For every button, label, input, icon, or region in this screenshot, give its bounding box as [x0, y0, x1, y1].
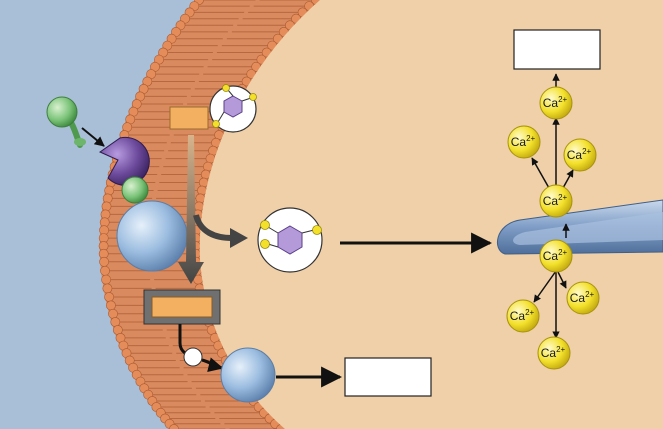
- phospholipid-head: [171, 26, 181, 37]
- calcium-ion-icon: Ca2+: [506, 299, 540, 333]
- phospholipid-head: [99, 256, 109, 267]
- effector-protein: [116, 200, 188, 272]
- calcium-ion-icon: Ca2+: [539, 86, 573, 120]
- messenger-release-arrowhead: [230, 228, 248, 248]
- phospholipid-head: [104, 185, 115, 196]
- messenger-release-arrow: [193, 214, 233, 241]
- calcium-ion-label: Ca2+: [543, 95, 568, 110]
- phospholipid-head: [102, 193, 113, 204]
- membrane-lipid-box: [169, 106, 209, 130]
- calcium-ions: Ca2+ Ca2+ Ca2+ Ca2+ Ca2+ Ca2+ Ca2+ Ca2+: [506, 86, 600, 370]
- calcium-ion-icon: Ca2+: [507, 125, 541, 159]
- calcium-ion-icon: Ca2+: [539, 239, 573, 273]
- calcium-ion-icon: Ca2+: [539, 184, 573, 218]
- phospholipid-head: [104, 292, 114, 302]
- calcium-ion-icon: Ca2+: [537, 336, 571, 370]
- g-protein-alpha: [121, 176, 149, 204]
- calcium-ion-label: Ca2+: [567, 147, 592, 162]
- calcium-ion-label: Ca2+: [541, 345, 566, 360]
- calcium-ion-label: Ca2+: [543, 193, 568, 208]
- lipid-messenger-circle: [209, 84, 257, 133]
- soluble-messenger-circle: [257, 207, 323, 273]
- calcium-ion-label: Ca2+: [570, 290, 595, 305]
- cofactor-arrow: [201, 357, 224, 372]
- ligand-binding-arrow: [81, 127, 105, 147]
- phospholipid-head: [194, 201, 204, 212]
- top-right-label-box: [513, 29, 601, 70]
- phospholipid-head: [195, 193, 206, 204]
- calcium-ion-label: Ca2+: [543, 248, 568, 263]
- phospholipid-head: [106, 300, 116, 311]
- calcium-ion-label: Ca2+: [510, 308, 535, 323]
- cleavage-arrow: [178, 135, 204, 284]
- calcium-ion-label: Ca2+: [511, 134, 536, 149]
- membrane-enzyme-box: [143, 289, 221, 325]
- endoplasmic-reticulum: [497, 199, 663, 255]
- calcium-ion-icon: Ca2+: [563, 138, 597, 172]
- phospholipid-head: [197, 185, 207, 196]
- phospholipid-head: [101, 274, 111, 285]
- phospholipid-head: [102, 283, 113, 294]
- receptor: [98, 136, 150, 186]
- calcium-ion-icon: Ca2+: [566, 281, 600, 315]
- bottom-label-box: [344, 357, 432, 397]
- ligand: [46, 96, 86, 148]
- calcium-release-arrows: [531, 73, 574, 339]
- phospholipid-head: [108, 308, 118, 319]
- downstream-protein: [220, 347, 276, 403]
- phospholipid-head: [100, 265, 110, 276]
- cofactor-circle: [183, 347, 203, 367]
